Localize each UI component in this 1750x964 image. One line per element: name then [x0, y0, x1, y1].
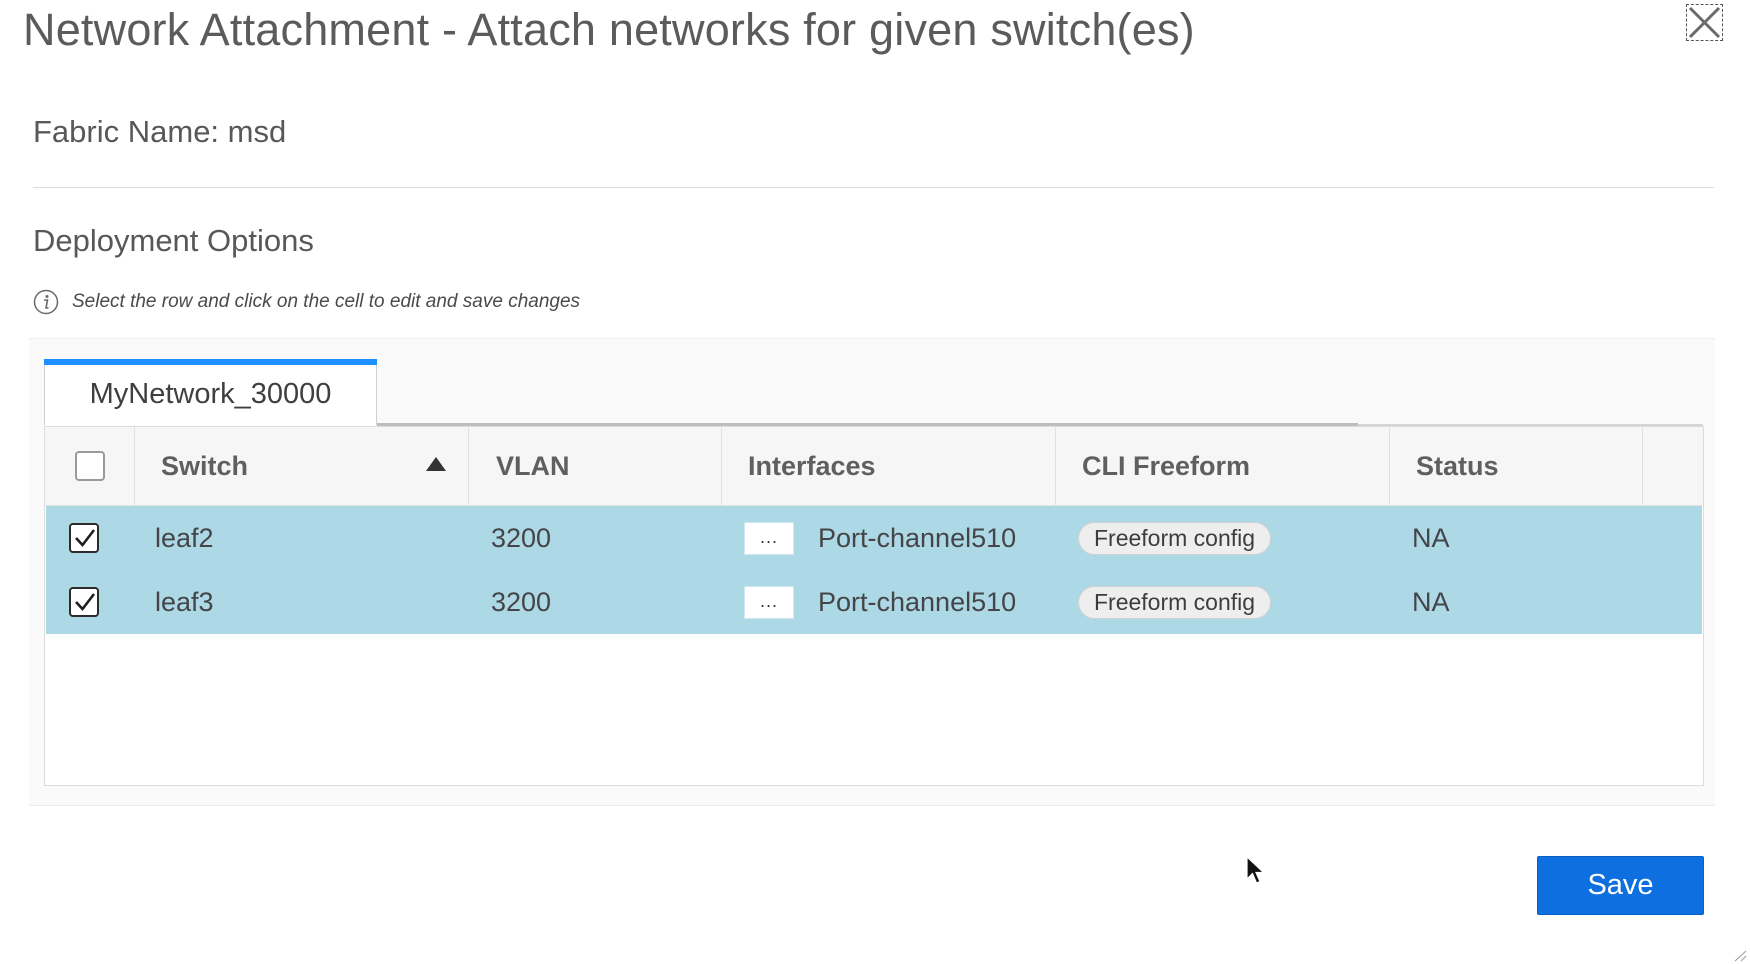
info-hint: Select the row and click on the cell to …	[33, 287, 580, 317]
column-label-status: Status	[1416, 450, 1499, 481]
cell-status: NA	[1412, 522, 1450, 553]
column-label-switch: Switch	[161, 450, 249, 481]
column-header-cli-freeform[interactable]: CLI Freeform	[1056, 427, 1390, 505]
resize-grip-icon[interactable]	[1733, 950, 1747, 962]
freeform-config-button[interactable]: Freeform config	[1078, 585, 1272, 619]
cell-cli-freeform: Freeform config	[1078, 570, 1272, 634]
cell-status: NA	[1412, 586, 1450, 617]
interfaces-edit-button[interactable]: ...	[744, 585, 794, 619]
tab-underline	[377, 423, 1358, 427]
info-text: Select the row and click on the cell to …	[72, 291, 581, 312]
select-all-checkbox[interactable]	[74, 451, 105, 481]
info-icon	[33, 289, 59, 315]
column-header-status[interactable]: Status	[1390, 427, 1643, 505]
fabric-name-label: Fabric Name: msd	[33, 114, 287, 149]
interfaces-edit-button[interactable]: ...	[744, 521, 794, 555]
tab-active-indicator	[44, 359, 377, 365]
checkmark-icon	[75, 593, 96, 612]
table-row[interactable]: leaf3 3200 ... Port-channel510 Freeform …	[46, 570, 1702, 634]
section-title: Deployment Options	[33, 223, 314, 258]
cell-cli-freeform: Freeform config	[1078, 506, 1272, 570]
interfaces-value: Port-channel510	[818, 586, 1017, 617]
column-header-interfaces[interactable]: Interfaces	[722, 427, 1056, 505]
cell-switch[interactable]: leaf2	[155, 522, 214, 553]
checkmark-icon	[75, 529, 96, 548]
mouse-cursor-icon	[1246, 856, 1266, 884]
column-label-cli-freeform: CLI Freeform	[1082, 450, 1251, 481]
column-header-switch[interactable]: Switch	[135, 427, 469, 505]
row-select-cell	[69, 570, 99, 634]
header-select-cell	[45, 427, 135, 505]
sort-ascending-icon	[426, 457, 446, 471]
switch-table: Switch VLAN Interfaces CLI Freeform Stat…	[44, 426, 1704, 786]
cell-vlan[interactable]: 3200	[491, 586, 552, 617]
close-icon	[1688, 6, 1721, 39]
divider	[33, 187, 1714, 188]
column-header-vlan[interactable]: VLAN	[469, 427, 722, 505]
table-row[interactable]: leaf2 3200 ... Port-channel510 Freeform …	[46, 506, 1702, 570]
table-header: Switch VLAN Interfaces CLI Freeform Stat…	[45, 427, 1703, 506]
row-checkbox[interactable]	[69, 587, 99, 617]
save-button[interactable]: Save	[1537, 856, 1704, 915]
row-select-cell	[69, 506, 99, 570]
column-label-vlan: VLAN	[496, 450, 570, 481]
dialog-title: Network Attachment - Attach networks for…	[23, 4, 1195, 55]
close-button[interactable]	[1686, 4, 1723, 41]
tab-underline-light	[1358, 424, 1703, 426]
cell-interfaces[interactable]: ... Port-channel510	[744, 506, 1016, 570]
cell-switch[interactable]: leaf3	[155, 586, 214, 617]
freeform-config-button[interactable]: Freeform config	[1078, 521, 1272, 555]
interfaces-value: Port-channel510	[818, 522, 1017, 553]
row-checkbox[interactable]	[69, 523, 99, 553]
column-label-interfaces: Interfaces	[748, 450, 876, 481]
cell-vlan[interactable]: 3200	[491, 522, 552, 553]
tab-label: MyNetwork_30000	[89, 378, 332, 410]
tab-mynetwork[interactable]: MyNetwork_30000	[44, 359, 377, 425]
cell-interfaces[interactable]: ... Port-channel510	[744, 570, 1016, 634]
